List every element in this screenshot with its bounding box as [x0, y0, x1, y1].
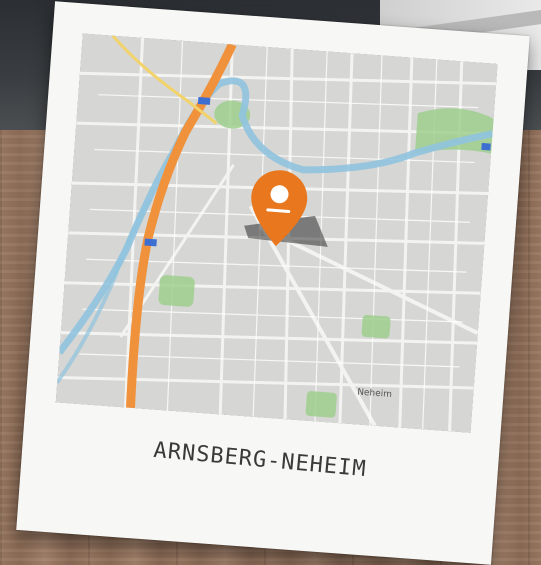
city-map: Neheim — [55, 33, 498, 433]
district-label: Neheim — [357, 387, 392, 400]
location-pin-icon — [251, 170, 308, 247]
map-photo: Neheim — [55, 33, 498, 433]
polaroid-frame: Neheim ARNSBERG-NEHEIM — [16, 1, 530, 565]
highway — [125, 42, 237, 409]
polaroid-caption: ARNSBERG-NEHEIM — [152, 437, 368, 483]
